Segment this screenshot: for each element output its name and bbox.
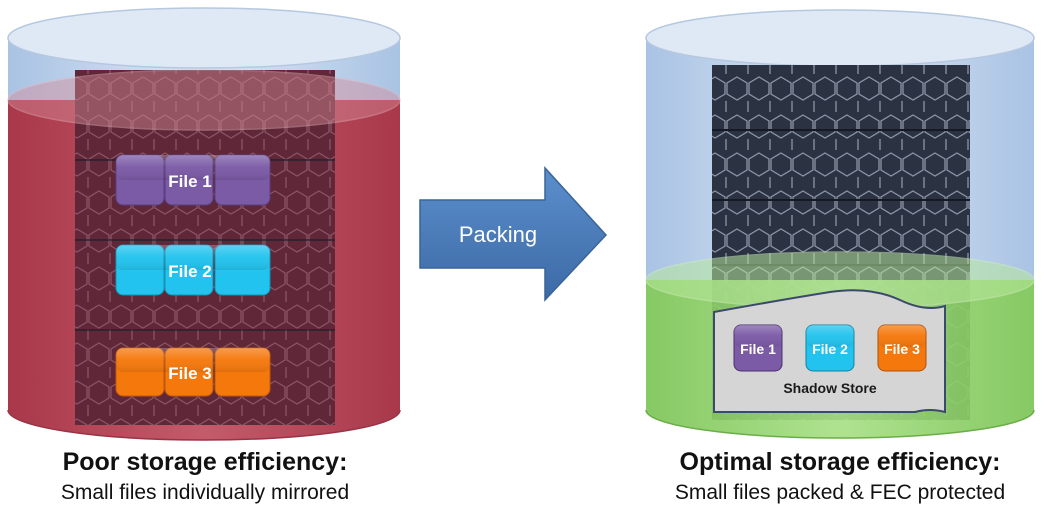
left-caption-title: Poor storage efficiency: bbox=[62, 448, 348, 476]
right-caption: Optimal storage efficiency: Small files … bbox=[630, 448, 1050, 505]
left-caption-subtitle: Small files individually mirrored bbox=[60, 481, 350, 504]
left-cylinder-top-cap bbox=[7, 7, 401, 69]
shadow-store-label: Shadow Store bbox=[783, 380, 877, 396]
shadow-store: File 1 File 2 File 3 Shadow Store bbox=[713, 289, 946, 414]
left-file-2-group: File 2 bbox=[115, 244, 271, 296]
right-cylinder-top-cap bbox=[645, 9, 1035, 67]
left-file-3-group: File 3 bbox=[115, 347, 271, 397]
left-file-1-group: File 1 bbox=[115, 154, 271, 206]
arrow-shape bbox=[419, 166, 608, 302]
packing-label: Packing bbox=[459, 222, 537, 247]
right-caption-subtitle: Small files packed & FEC protected bbox=[674, 481, 1006, 504]
left-caption: Poor storage efficiency: Small files ind… bbox=[0, 448, 410, 505]
left-file-1-label: File 1 bbox=[168, 172, 211, 191]
right-caption-title: Optimal storage efficiency: bbox=[679, 448, 1001, 476]
left-file-2-label: File 2 bbox=[168, 262, 211, 281]
left-file-3-label: File 3 bbox=[168, 364, 211, 383]
right-file-1-label: File 1 bbox=[740, 341, 776, 357]
packing-arrow: Packing bbox=[419, 166, 608, 302]
right-file-3-label: File 3 bbox=[884, 341, 920, 357]
right-file-2-label: File 2 bbox=[812, 341, 848, 357]
left-mirror-surface bbox=[7, 69, 401, 131]
